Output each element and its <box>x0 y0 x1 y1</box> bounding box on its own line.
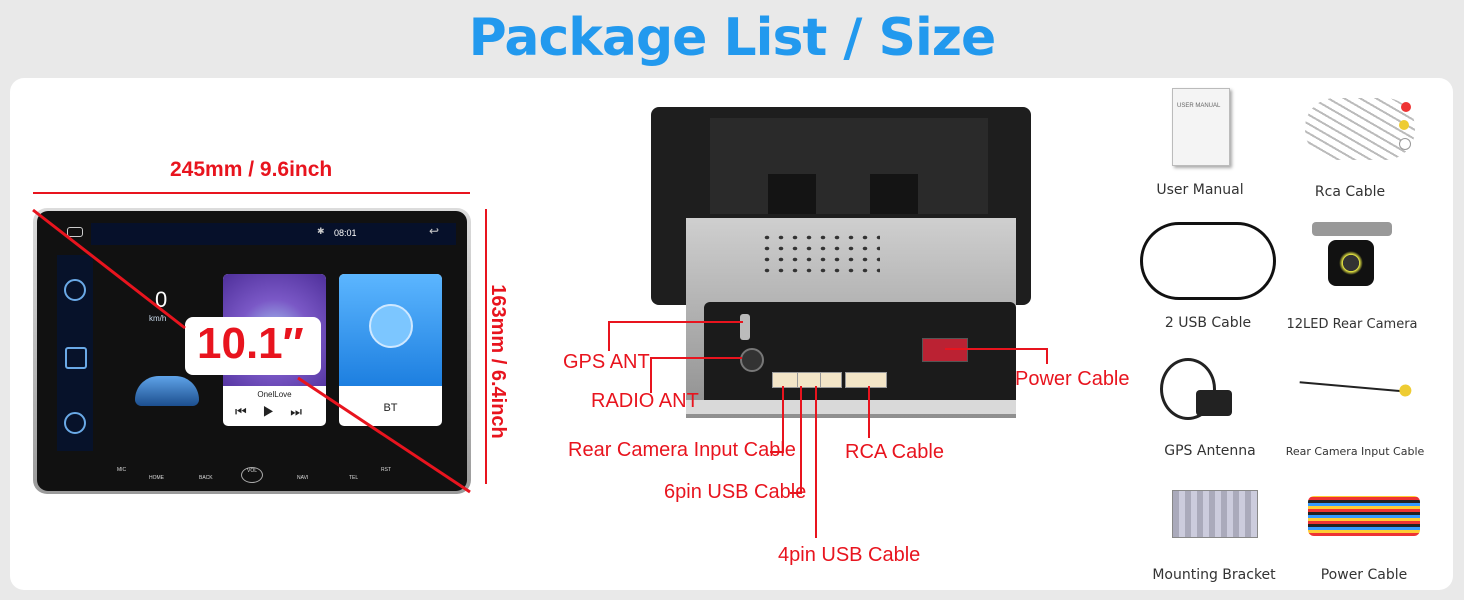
manual-icon: USER MANUAL <box>1172 88 1230 166</box>
back-button[interactable]: BACK <box>199 475 213 481</box>
gps-ant-label: GPS ANT <box>563 351 650 373</box>
rst-button[interactable]: RST <box>381 467 391 473</box>
width-dimension-line <box>33 192 470 194</box>
height-dimension-label: 163mm / 6.4inch <box>486 284 509 439</box>
usb6-leader-h <box>790 492 802 494</box>
camera-mount-icon <box>1312 222 1392 236</box>
four-pin-usb-label: 4pin USB Cable <box>778 544 921 566</box>
back-recess <box>710 118 988 214</box>
music-title: OnelLove <box>257 390 292 399</box>
apps-grid-icon[interactable] <box>65 347 87 369</box>
bluetooth-card[interactable]: BT <box>339 274 442 426</box>
usb4-leader-v <box>815 386 817 538</box>
tel-button[interactable]: TEL <box>349 475 359 481</box>
radio-ant-port <box>740 348 764 372</box>
bracket-icon <box>1172 490 1258 538</box>
home-status-icon <box>67 227 83 237</box>
power-leader-v <box>1046 348 1048 364</box>
package-item-label-2: Rca Cable <box>1314 184 1386 200</box>
mount-tab-left <box>768 174 816 214</box>
connector-4pin-usb <box>820 372 842 388</box>
rear-camera-input-label: Rear Camera Input Cable <box>568 439 796 461</box>
home-button[interactable]: HOME <box>149 475 164 481</box>
back-status-icon: ↩ <box>429 224 440 238</box>
height-dimension-line <box>485 209 487 484</box>
power-connector <box>922 338 968 362</box>
radio-ant-label: RADIO ANT <box>591 390 699 412</box>
rca-leader-v <box>868 386 870 438</box>
navigation-icon[interactable] <box>64 412 86 434</box>
status-time: 08:01 <box>334 228 357 238</box>
rca-cable-icon <box>1305 98 1415 160</box>
camera-icon <box>1328 240 1374 286</box>
car-image <box>135 376 199 406</box>
status-bar <box>91 223 456 245</box>
power-cable-label: Power Cable <box>1015 368 1130 390</box>
bluetooth-icon: ✱ <box>317 226 325 236</box>
radio-leader-v <box>650 357 652 393</box>
gps-leader-v <box>608 321 610 351</box>
music-controls: ⏮▶⏭ <box>235 404 318 419</box>
package-item-label-8: Power Cable <box>1320 567 1408 583</box>
settings-icon[interactable] <box>64 279 86 301</box>
gps-ant-port <box>740 314 750 340</box>
vol-knob[interactable]: VOL <box>241 467 263 483</box>
navi-button[interactable]: NAVI <box>297 475 309 481</box>
hardware-button-row: MIC HOME BACK VOL NAVI TEL RST <box>115 463 455 485</box>
gps-leader-h <box>608 321 743 323</box>
connector-rear-camera <box>772 372 798 388</box>
package-item-label-3: 2 USB Cable <box>1164 315 1252 331</box>
vent-holes <box>760 232 880 276</box>
rear-cam-leader-v <box>782 386 784 452</box>
package-item-label-4: 12LED Rear Camera <box>1286 317 1418 332</box>
phone-icon <box>369 304 413 348</box>
width-dimension-label: 245mm / 9.6inch <box>170 158 333 181</box>
chassis-bottom-rail <box>686 400 1016 414</box>
page-title: Package List / Size <box>468 8 997 68</box>
gps-cable-coil <box>1160 358 1216 420</box>
diagonal-badge <box>185 317 321 375</box>
package-item-label-5: GPS Antenna <box>1164 443 1256 459</box>
head-unit-front: 08:01 ↩ ✱ 0 km/h OnelLove ⏮▶⏭ BT 10.1″ M… <box>33 208 471 494</box>
package-item-label-6: Rear Camera Input Cable <box>1285 445 1425 458</box>
usb6-leader-v <box>800 386 802 494</box>
radio-leader-h <box>650 357 742 359</box>
diagonal-label: 10.1″ <box>197 319 304 368</box>
mic-button[interactable]: MIC <box>117 467 127 473</box>
connector-rca <box>845 372 887 388</box>
package-item-label-7: Mounting Bracket <box>1152 567 1276 583</box>
package-item-label-1: User Manual <box>1156 182 1244 198</box>
rca-cable-label: RCA Cable <box>845 441 944 463</box>
rear-cam-leader-h <box>770 451 784 453</box>
manual-cover-text: USER MANUAL <box>1177 103 1221 109</box>
mount-tab-right <box>870 174 918 214</box>
six-pin-usb-label: 6pin USB Cable <box>664 481 807 503</box>
power-leader-h <box>945 348 1047 350</box>
bt-label: BT <box>383 402 398 414</box>
usb-cable-icon <box>1140 222 1276 300</box>
power-cable-icon <box>1308 496 1420 536</box>
speed-unit: km/h <box>149 314 167 323</box>
